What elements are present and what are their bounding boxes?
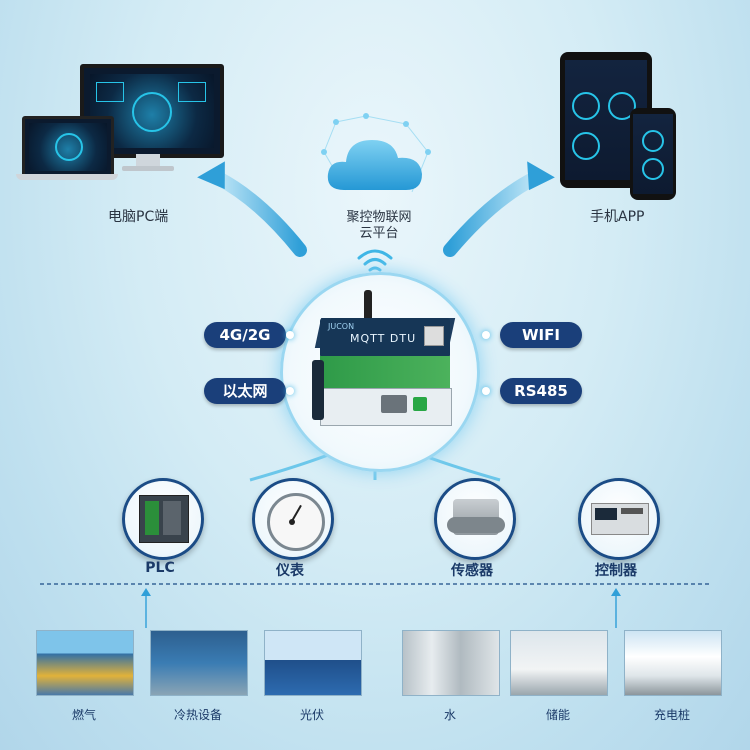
pill-dot-wifi [482, 331, 490, 339]
sensor-icon [434, 478, 516, 560]
cloud-title-line2: 云平台 [359, 226, 399, 241]
cloud-title: 聚控物联网 云平台 [344, 210, 414, 242]
dtu-brand: JUCON [328, 322, 355, 331]
gas-thumbnail [36, 630, 134, 696]
app-illustration [560, 52, 690, 202]
pc-label: 电脑PC端 [108, 209, 169, 225]
industry-gas: 燃气 [71, 708, 96, 722]
industry-hvac: 冷热设备 [173, 708, 222, 722]
water-thumbnail [402, 630, 500, 696]
cloud-title-line1: 聚控物联网 [346, 210, 412, 225]
plc-icon [122, 478, 204, 560]
terminal-block-icon [413, 397, 427, 411]
pill-dot-4g [286, 331, 294, 339]
ethernet-port-icon [381, 395, 407, 413]
antenna-icon [364, 290, 372, 324]
arrow-to-app [443, 171, 542, 257]
controller-icon [578, 478, 660, 560]
dtu-model: MQTT DTU [350, 332, 417, 345]
pill-dot-rs485 [482, 387, 490, 395]
industry-water: 水 [443, 708, 456, 722]
mount-ear-icon [312, 360, 324, 420]
industry-charging: 充电桩 [653, 708, 690, 722]
tablet-icon [560, 52, 652, 188]
qr-code-icon [424, 326, 444, 346]
arrow-to-pc [211, 171, 307, 257]
industry-storage: 储能 [545, 708, 570, 722]
category-plc: PLC [145, 560, 175, 576]
pill-ethernet: 以太网 [204, 378, 286, 404]
pill-rs485: RS485 [500, 378, 582, 404]
pc-illustration [16, 60, 224, 190]
category-meter: 仪表 [276, 563, 304, 579]
pill-wifi: WIFI [500, 322, 582, 348]
storage-thumbnail [510, 630, 608, 696]
dtu-green-band [320, 356, 450, 390]
industry-solar: 光伏 [299, 708, 324, 722]
app-label: 手机APP [590, 209, 645, 225]
phone-icon [630, 108, 676, 200]
hvac-thumbnail [150, 630, 248, 696]
laptop-icon [22, 116, 114, 178]
category-sensor: 传感器 [451, 563, 493, 579]
charging-thumbnail [624, 630, 722, 696]
category-controller: 控制器 [595, 563, 637, 579]
gauge-icon [252, 478, 334, 560]
pill-4g: 4G/2G [204, 322, 286, 348]
dtu-front-panel [320, 388, 452, 426]
dtu-top-panel: JUCON MQTT DTU [320, 318, 450, 358]
pill-dot-ethernet [286, 387, 294, 395]
dtu-device: JUCON MQTT DTU [312, 290, 462, 430]
solar-thumbnail [264, 630, 362, 696]
cloud-icon [321, 113, 431, 193]
